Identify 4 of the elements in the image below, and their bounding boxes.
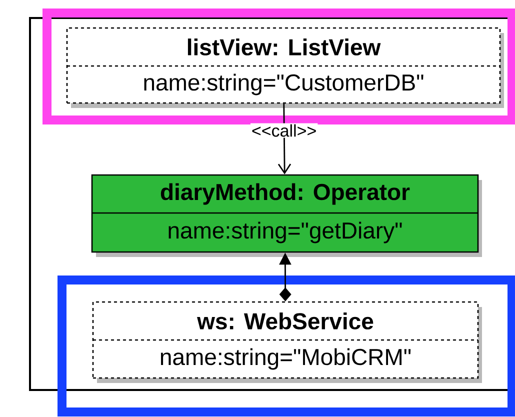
edge-label: <<call>>	[252, 124, 316, 137]
object-box: diaryMethod: Operator name:string="getDiary"	[91, 174, 482, 257]
object-box: ws: WebService name:string="MobiCRM"	[92, 301, 482, 383]
object-box: listView: ListView name:string="CustomerDB"	[66, 27, 504, 108]
